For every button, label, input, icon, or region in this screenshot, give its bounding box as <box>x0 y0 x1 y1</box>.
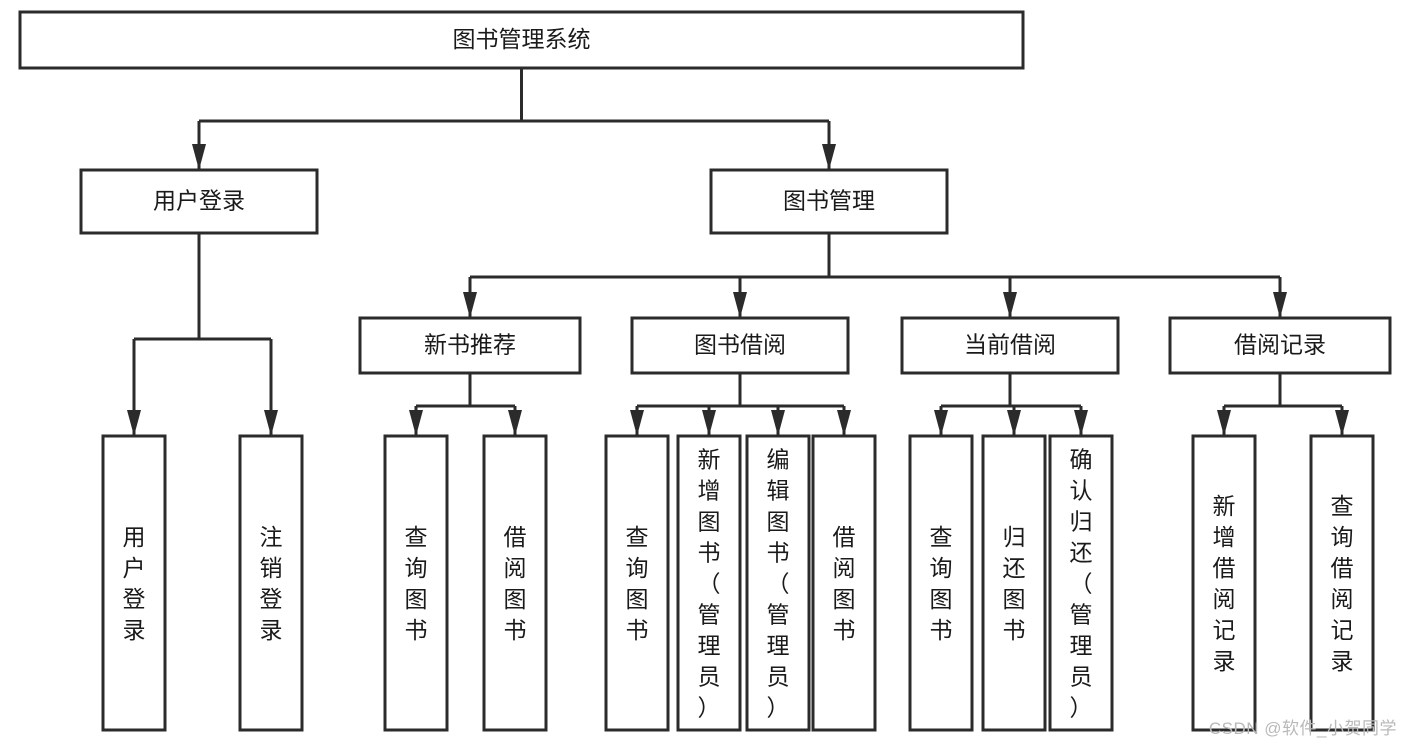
arrow-head-icon <box>771 410 785 436</box>
arrow-head-icon <box>934 410 948 436</box>
node-label-leaf-query-book-cur: 查询图书 <box>930 524 953 643</box>
node-root[interactable]: 图书管理系统 <box>18 10 1025 70</box>
arrow-head-icon <box>1217 410 1231 436</box>
node-new-book-rec[interactable]: 新书推荐 <box>358 316 582 375</box>
node-box-book-manage <box>709 168 949 235</box>
node-layer: 图书管理系统用户登录图书管理新书推荐图书借阅当前借阅借阅记录用户登录注销登录查询… <box>18 10 1392 732</box>
node-box-user-login <box>79 168 319 235</box>
node-label-leaf-return-book: 归还图书 <box>1003 524 1026 643</box>
node-box-leaf-query-record <box>1309 434 1375 732</box>
node-box-leaf-user-logout <box>238 434 304 732</box>
node-leaf-query-book[interactable]: 查询图书 <box>604 434 670 732</box>
node-leaf-borrow-book[interactable]: 借阅图书 <box>811 434 877 732</box>
node-label-leaf-confirm-return: 确认归还（管理员） <box>1070 447 1093 721</box>
edge-group-new-book-rec <box>409 373 522 436</box>
node-leaf-borrow-book-rec[interactable]: 借阅图书 <box>482 434 548 732</box>
arrow-head-icon <box>1003 292 1017 318</box>
edge-group-book-manage <box>463 233 1287 318</box>
node-box-leaf-edit-book <box>745 434 811 732</box>
edge-group-current-borrow <box>934 373 1088 436</box>
arrow-head-icon <box>1074 410 1088 436</box>
edge-group-book-borrow <box>630 373 851 436</box>
arrow-head-icon <box>1273 292 1287 318</box>
node-label-leaf-borrow-book-rec: 借阅图书 <box>504 524 527 643</box>
node-label-user-login: 用户登录 <box>153 188 245 214</box>
node-box-leaf-query-book-rec <box>383 434 449 732</box>
arrow-head-icon <box>1335 410 1349 436</box>
arrow-head-icon <box>508 410 522 436</box>
node-book-manage[interactable]: 图书管理 <box>709 168 949 235</box>
node-label-leaf-borrow-book: 借阅图书 <box>833 524 856 643</box>
node-user-login[interactable]: 用户登录 <box>79 168 319 235</box>
arrow-head-icon <box>127 410 141 436</box>
node-borrow-record[interactable]: 借阅记录 <box>1168 316 1392 375</box>
node-label-leaf-add-record: 新增借阅记录 <box>1213 493 1236 674</box>
node-box-leaf-add-book <box>676 434 742 732</box>
node-current-borrow[interactable]: 当前借阅 <box>900 316 1120 375</box>
node-leaf-user-logout[interactable]: 注销登录 <box>238 434 304 732</box>
node-label-leaf-query-record: 查询借阅记录 <box>1331 493 1354 674</box>
node-leaf-confirm-return[interactable]: 确认归还（管理员） <box>1048 434 1114 732</box>
node-label-leaf-query-book: 查询图书 <box>626 524 649 643</box>
arrow-head-icon <box>1007 410 1021 436</box>
node-leaf-return-book[interactable]: 归还图书 <box>981 434 1047 732</box>
node-label-root: 图书管理系统 <box>453 26 591 52</box>
node-label-book-manage: 图书管理 <box>783 188 875 214</box>
node-label-current-borrow: 当前借阅 <box>964 332 1056 358</box>
node-box-leaf-user-login <box>101 434 167 732</box>
node-label-leaf-user-logout: 注销登录 <box>260 524 283 643</box>
node-book-borrow[interactable]: 图书借阅 <box>630 316 850 375</box>
node-label-new-book-rec: 新书推荐 <box>424 332 516 358</box>
node-label-leaf-query-book-rec: 查询图书 <box>405 524 428 643</box>
node-box-root <box>18 10 1025 70</box>
arrow-head-icon <box>409 410 423 436</box>
node-box-leaf-return-book <box>981 434 1047 732</box>
node-label-leaf-edit-book: 编辑图书（管理员） <box>767 447 790 721</box>
node-box-leaf-borrow-book <box>811 434 877 732</box>
node-leaf-query-book-rec[interactable]: 查询图书 <box>383 434 449 732</box>
node-box-leaf-borrow-book-rec <box>482 434 548 732</box>
edge-group-borrow-record <box>1217 373 1349 436</box>
connector-layer <box>127 68 1349 436</box>
node-box-book-borrow <box>630 316 850 375</box>
node-label-book-borrow: 图书借阅 <box>694 332 786 358</box>
node-leaf-user-login[interactable]: 用户登录 <box>101 434 167 732</box>
node-label-leaf-user-login: 用户登录 <box>123 524 146 643</box>
arrow-head-icon <box>463 292 477 318</box>
node-label-leaf-add-book: 新增图书（管理员） <box>698 447 721 721</box>
node-leaf-add-book[interactable]: 新增图书（管理员） <box>676 434 742 732</box>
node-label-borrow-record: 借阅记录 <box>1234 332 1326 358</box>
node-box-leaf-add-record <box>1191 434 1257 732</box>
node-box-new-book-rec <box>358 316 582 375</box>
node-leaf-add-record[interactable]: 新增借阅记录 <box>1191 434 1257 732</box>
arrow-head-icon <box>192 144 206 170</box>
node-leaf-query-record[interactable]: 查询借阅记录 <box>1309 434 1375 732</box>
node-leaf-edit-book[interactable]: 编辑图书（管理员） <box>745 434 811 732</box>
arrow-head-icon <box>837 410 851 436</box>
node-box-leaf-confirm-return <box>1048 434 1114 732</box>
node-box-borrow-record <box>1168 316 1392 375</box>
watermark-text: CSDN @软件_小贺同学 <box>1208 719 1397 738</box>
arrow-head-icon <box>702 410 716 436</box>
edge-group-user-login <box>127 233 278 436</box>
node-box-current-borrow <box>900 316 1120 375</box>
node-box-leaf-query-book-cur <box>908 434 974 732</box>
arrow-head-icon <box>264 410 278 436</box>
edge-group-root <box>192 68 836 170</box>
arrow-head-icon <box>733 292 747 318</box>
node-leaf-query-book-cur[interactable]: 查询图书 <box>908 434 974 732</box>
node-box-leaf-query-book <box>604 434 670 732</box>
arrow-head-icon <box>630 410 644 436</box>
arrow-head-icon <box>822 144 836 170</box>
